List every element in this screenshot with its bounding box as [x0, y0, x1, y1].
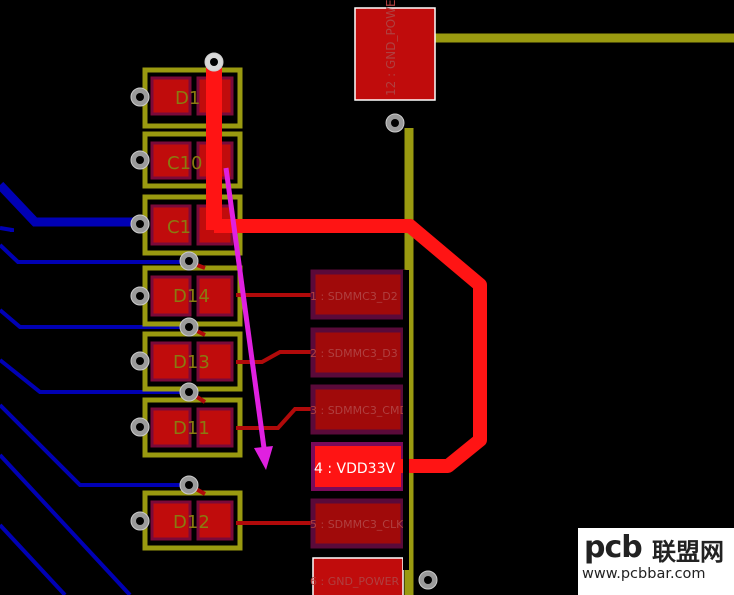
label-pad-12: 12 : GND_POWER: [384, 0, 398, 96]
pad-d11-left: [150, 407, 192, 448]
pad-d13-right: [196, 341, 234, 382]
label-pad-5: 5 : SDMMC3_CLK: [310, 518, 404, 531]
arrow-shaft: [223, 167, 267, 449]
watermark: pcb 联盟网 www.pcbbar.com: [578, 528, 734, 595]
vias: [130, 52, 438, 590]
pad-1: [310, 269, 406, 320]
watermark-cn: 联盟网: [652, 538, 724, 566]
bottom-trace: [0, 243, 185, 264]
designator-c1: C1: [167, 217, 191, 238]
designator-d1: D1: [175, 88, 200, 109]
via-hole: [391, 119, 399, 127]
via-hole: [424, 576, 432, 584]
via-hole: [136, 423, 144, 431]
via-hole: [136, 93, 144, 101]
pad-d12-right: [196, 500, 234, 541]
bottom-trace: [0, 308, 185, 329]
annotation-arrow: [223, 167, 273, 470]
bottom-trace: [0, 226, 14, 232]
vdd33v-trace-route: [214, 219, 487, 473]
via-hole: [210, 58, 218, 66]
pad-d14-left: [150, 275, 192, 317]
designator-d12: D12: [173, 512, 210, 533]
trace-d13: [236, 350, 315, 364]
designator-c10: C10: [167, 153, 202, 174]
designator-d11: D11: [173, 418, 210, 439]
watermark-logo: pcb: [584, 530, 643, 565]
pad-d12-left: [150, 500, 192, 541]
bottom-trace-wide: [0, 181, 140, 227]
trace-d11: [236, 407, 315, 430]
pad-d1-left: [150, 76, 192, 116]
label-clip-mask: [403, 270, 409, 570]
label-pad-3: 3 : SDMMC3_CMD: [310, 404, 408, 417]
watermark-url: www.pcbbar.com: [582, 566, 706, 582]
via-hole: [136, 220, 144, 228]
bottom-trace: [0, 403, 185, 487]
designator-d13: D13: [173, 352, 210, 373]
pad-c10-left: [150, 141, 192, 180]
pad-6-gnd-power: [312, 557, 404, 595]
pad-d11-right: [196, 407, 234, 448]
vdd33v-net: [206, 62, 487, 473]
via-hole: [185, 388, 193, 396]
via-hole: [136, 517, 144, 525]
pad-c1-left: [150, 204, 192, 246]
via-hole: [136, 292, 144, 300]
via-hole: [136, 156, 144, 164]
designators: D1 C10 C1 D14 D13 D11 D12: [167, 88, 210, 533]
designator-d14: D14: [173, 286, 210, 307]
via-hole: [185, 323, 193, 331]
pad-d13-left: [150, 341, 192, 382]
pad-12-gnd-power: [354, 7, 436, 101]
bottom-trace: [0, 358, 185, 394]
label-pad-6: 6 : GND_POWER: [310, 575, 400, 588]
pad-d14-right: [196, 275, 234, 317]
pad-labels: 12 : GND_POWER 1 : SDMMC3_D2 2 : SDMMC3_…: [310, 0, 408, 588]
bottom-layer-traces: [0, 181, 185, 595]
label-pad-1: 1 : SDMMC3_D2: [310, 290, 398, 303]
bottom-trace: [0, 453, 132, 595]
via-hole: [185, 481, 193, 489]
via-hole: [185, 257, 193, 265]
bottom-trace: [0, 523, 67, 595]
label-pad-2: 2 : SDMMC3_D3: [310, 347, 398, 360]
via-hole: [136, 357, 144, 365]
label-pad-4: 4 : VDD33V: [314, 461, 395, 477]
arrow-head: [254, 446, 273, 470]
